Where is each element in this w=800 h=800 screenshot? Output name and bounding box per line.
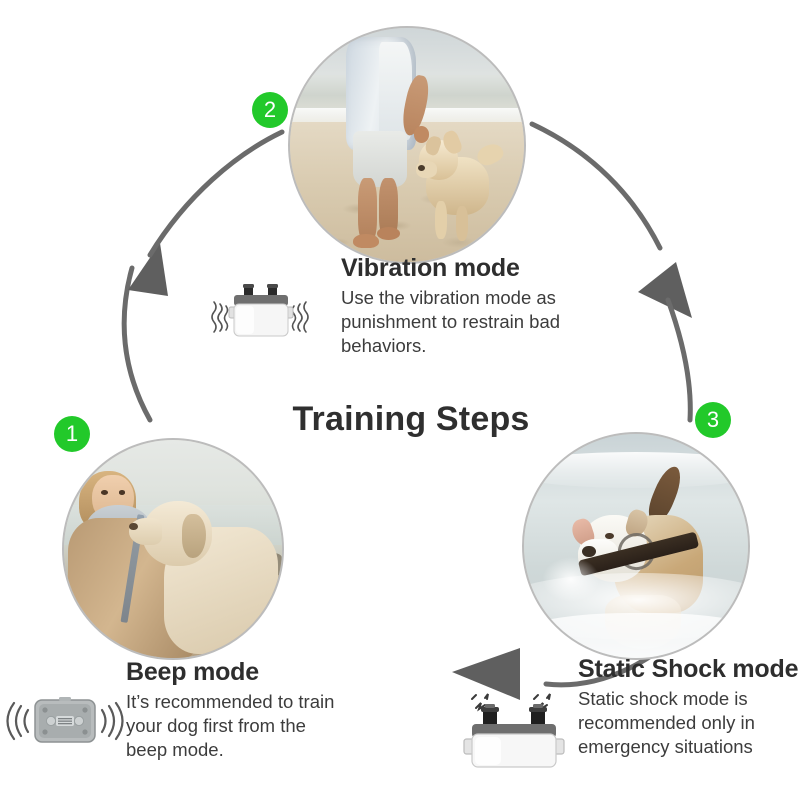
photo-circle-vibration — [288, 26, 526, 264]
mode-title-vibration: Vibration mode — [341, 254, 520, 282]
arrow-path-1-to-2-top — [147, 129, 285, 258]
page-title: Training Steps — [292, 400, 530, 438]
arrow-path-2-to-3-down — [665, 297, 693, 423]
mode-block-vibration: Vibration mode Use the vibration mode as… — [341, 254, 591, 358]
step-badge-2-number: 2 — [263, 97, 277, 122]
mode-block-beep: Beep mode It’s recommended to train your… — [126, 658, 346, 762]
step-badge-2: 2 — [252, 92, 288, 128]
mode-description-beep: It’s recommended to train your dog first… — [126, 691, 335, 760]
collar-shock-icon — [452, 686, 578, 770]
mode-description-static-shock: Static shock mode is recommended only in… — [578, 688, 755, 757]
arrow-path-2-to-3 — [529, 121, 663, 251]
mode-title-beep: Beep mode — [126, 658, 259, 686]
step-badge-3-number: 3 — [706, 407, 720, 432]
mode-description-vibration: Use the vibration mode as punishment to … — [341, 287, 561, 356]
arrow-path-1-to-2 — [121, 265, 153, 423]
collar-beep-icon — [6, 686, 124, 756]
photo-circle-static-shock — [522, 432, 750, 660]
step-badge-1: 1 — [54, 416, 90, 452]
step-badge-3: 3 — [695, 402, 731, 438]
photo-circle-beep — [62, 438, 284, 660]
arrowhead-2-to-3 — [638, 262, 692, 318]
mode-block-static-shock: Static Shock mode Static shock mode is r… — [578, 655, 800, 759]
mode-title-static-shock: Static Shock mode — [578, 655, 799, 683]
collar-vibration-icon — [200, 278, 320, 350]
step-badge-1-number: 1 — [65, 421, 79, 446]
arrowhead-1-to-2 — [128, 243, 168, 296]
